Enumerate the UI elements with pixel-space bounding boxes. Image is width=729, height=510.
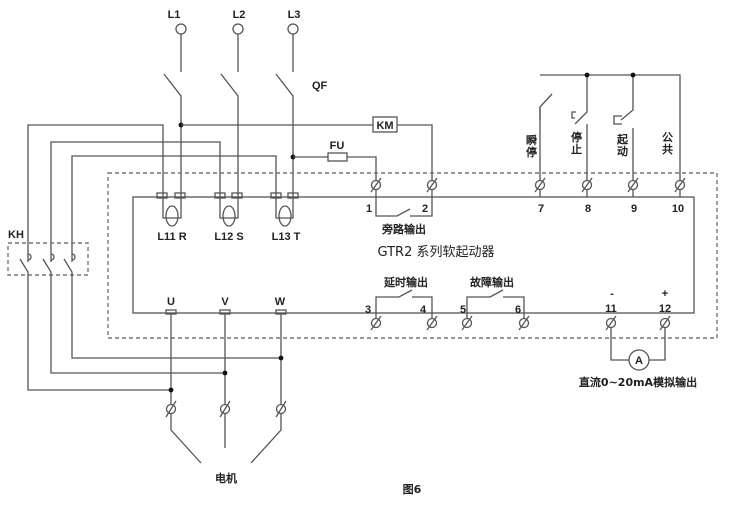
phase-label-l2: L2 [233,9,246,21]
label-emergency-stop-1: 瞬 [526,133,537,147]
bypass-output-label: 旁路输出 [381,222,426,236]
bypass-output-contact [370,177,438,217]
ammeter-icon [628,349,650,371]
label-common-2: 共 [662,142,673,156]
wire-kh-3 [71,155,277,262]
supply-terminal-l3 [287,23,299,35]
terminal-1: 1 [366,203,372,215]
input-terminal-t: L13 T [272,231,301,243]
breaker-label: QF [312,80,328,92]
junction-dot [278,355,284,361]
label-stop-1: 停 [571,130,582,144]
analog-output-label: 直流0~20mA模拟输出 [579,375,697,389]
breaker-qf [163,34,294,197]
wire-km [181,124,433,180]
phase-label-l3: L3 [288,9,301,21]
fault-output-label: 故障输出 [470,275,514,289]
label-stop: 停止 [571,130,582,156]
analog-output-circuit [605,315,671,361]
wire-kh-1 [27,124,164,262]
output-terminal-v: V [221,296,229,308]
label-start-2: 动 [617,144,628,158]
terminal-10: 10 [672,203,684,215]
terminal-2: 2 [422,203,428,215]
label-emergency-stop-2: 停 [526,145,537,159]
overload-relay-contacts [19,253,281,391]
label-stop-2: 止 [571,142,582,156]
fuse-fu [327,152,348,162]
input-terminal-s: L12 S [214,231,243,243]
polarity-negative: - [610,288,614,300]
motor-wiring [165,314,287,464]
overload-relay-label: KH [8,229,24,241]
enclosure-boundary [107,172,718,339]
terminal-8: 8 [585,203,591,215]
ammeter-symbol: A [635,355,643,367]
fuse-label: FU [330,140,345,152]
device-title: GTR2 系列软起动器 [378,245,495,260]
motor-label: 电机 [215,471,237,485]
terminal-9: 9 [631,203,637,215]
terminal-7: 7 [538,203,544,215]
control-switches [539,74,681,180]
label-start-1: 起 [616,132,629,146]
label-common: 公共 [662,131,673,156]
phase-label-l1: L1 [168,9,181,21]
output-terminal-u: U [167,296,175,308]
junction-dot [584,72,590,78]
supply-terminal-l2 [232,23,244,35]
label-emergency-stop: 瞬停 [526,133,537,159]
label-common-1: 公 [662,131,673,144]
contactor-label: KM [376,120,393,132]
contactor-km [372,116,398,133]
junction-dot [168,387,174,393]
fault-output-contact [461,289,530,331]
junction-dot [630,72,636,78]
polarity-positive: + [662,288,668,300]
figure-label: 图6 [403,483,422,496]
terminal-6: 6 [515,304,521,316]
terminal-12: 12 [659,303,671,315]
delay-output-contact [370,289,438,331]
terminal-11: 11 [605,303,617,315]
junction-dot [222,370,228,376]
supply-terminal-l1 [175,23,187,35]
soft-starter-body [132,196,695,314]
current-transformers [162,197,294,227]
terminal-3: 3 [365,304,371,316]
control-terminals [534,177,686,197]
input-terminal-blocks [156,192,299,199]
output-terminal-w: W [275,296,286,308]
terminal-4: 4 [420,304,427,316]
wire-kh-2 [50,141,221,262]
input-terminal-r: L11 R [157,231,186,243]
label-start: 起动 [616,132,629,158]
terminal-5: 5 [460,304,466,316]
delay-output-label: 延时输出 [383,275,428,289]
